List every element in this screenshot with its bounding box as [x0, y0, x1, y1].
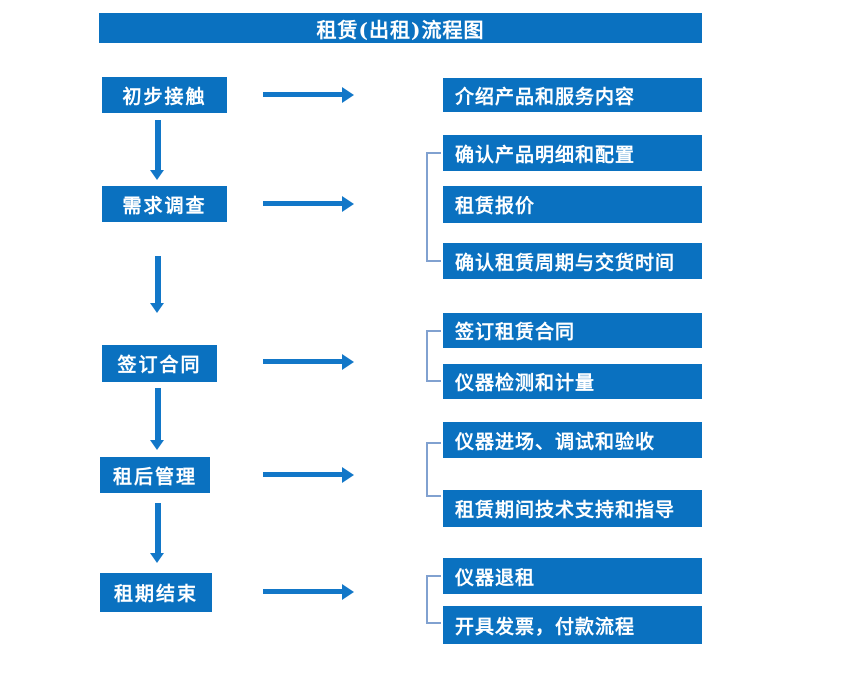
right-arrow-head	[342, 584, 354, 600]
down-arrow-shaft	[154, 503, 161, 553]
detail-box: 仪器检测和计量	[443, 364, 702, 399]
step-box-rental-end: 租期结束	[100, 573, 212, 612]
detail-box: 仪器退租	[443, 558, 702, 594]
down-arrow-head	[150, 440, 164, 450]
right-arrow-icon	[263, 467, 354, 483]
down-arrow-head	[150, 553, 164, 563]
step-box-sign-contract: 签订合同	[102, 345, 217, 382]
down-arrow-shaft	[154, 256, 161, 303]
down-arrow-head	[150, 170, 164, 180]
group-bracket	[426, 442, 441, 497]
down-arrow-icon	[150, 256, 165, 313]
right-arrow-shaft	[263, 201, 342, 206]
detail-box: 确认产品明细和配置	[443, 135, 702, 171]
step-box-demand-survey: 需求调查	[102, 186, 227, 222]
down-arrow-shaft	[154, 388, 161, 440]
page-title: 租赁(出租)流程图	[316, 17, 485, 42]
down-arrow-head	[150, 303, 164, 313]
right-arrow-head	[342, 467, 354, 483]
down-arrow-icon	[150, 120, 165, 180]
group-bracket	[426, 152, 441, 262]
right-arrow-shaft	[263, 359, 342, 364]
detail-box: 确认租赁周期与交货时间	[443, 243, 702, 279]
step-box-initial-contact: 初步接触	[102, 77, 227, 113]
right-arrow-shaft	[263, 92, 342, 97]
right-arrow-icon	[263, 196, 354, 212]
down-arrow-icon	[150, 388, 165, 450]
detail-box: 开具发票，付款流程	[443, 606, 702, 644]
right-arrow-icon	[263, 584, 354, 600]
right-arrow-head	[342, 87, 354, 103]
down-arrow-shaft	[154, 120, 161, 170]
right-arrow-shaft	[263, 472, 342, 477]
detail-box: 签订租赁合同	[443, 313, 702, 348]
detail-box: 租赁报价	[443, 186, 702, 223]
group-bracket	[426, 575, 441, 624]
right-arrow-head	[342, 196, 354, 212]
title-bar: 租赁(出租)流程图	[99, 13, 702, 43]
right-arrow-shaft	[263, 589, 342, 594]
right-arrow-head	[342, 354, 354, 370]
right-arrow-icon	[263, 87, 354, 103]
detail-box: 租赁期间技术支持和指导	[443, 490, 702, 527]
group-bracket	[426, 330, 441, 382]
detail-box: 仪器进场、调试和验收	[443, 422, 702, 458]
step-box-post-rental-management: 租后管理	[100, 457, 210, 493]
detail-box: 介绍产品和服务内容	[443, 78, 702, 112]
right-arrow-icon	[263, 354, 354, 370]
down-arrow-icon	[150, 503, 165, 563]
